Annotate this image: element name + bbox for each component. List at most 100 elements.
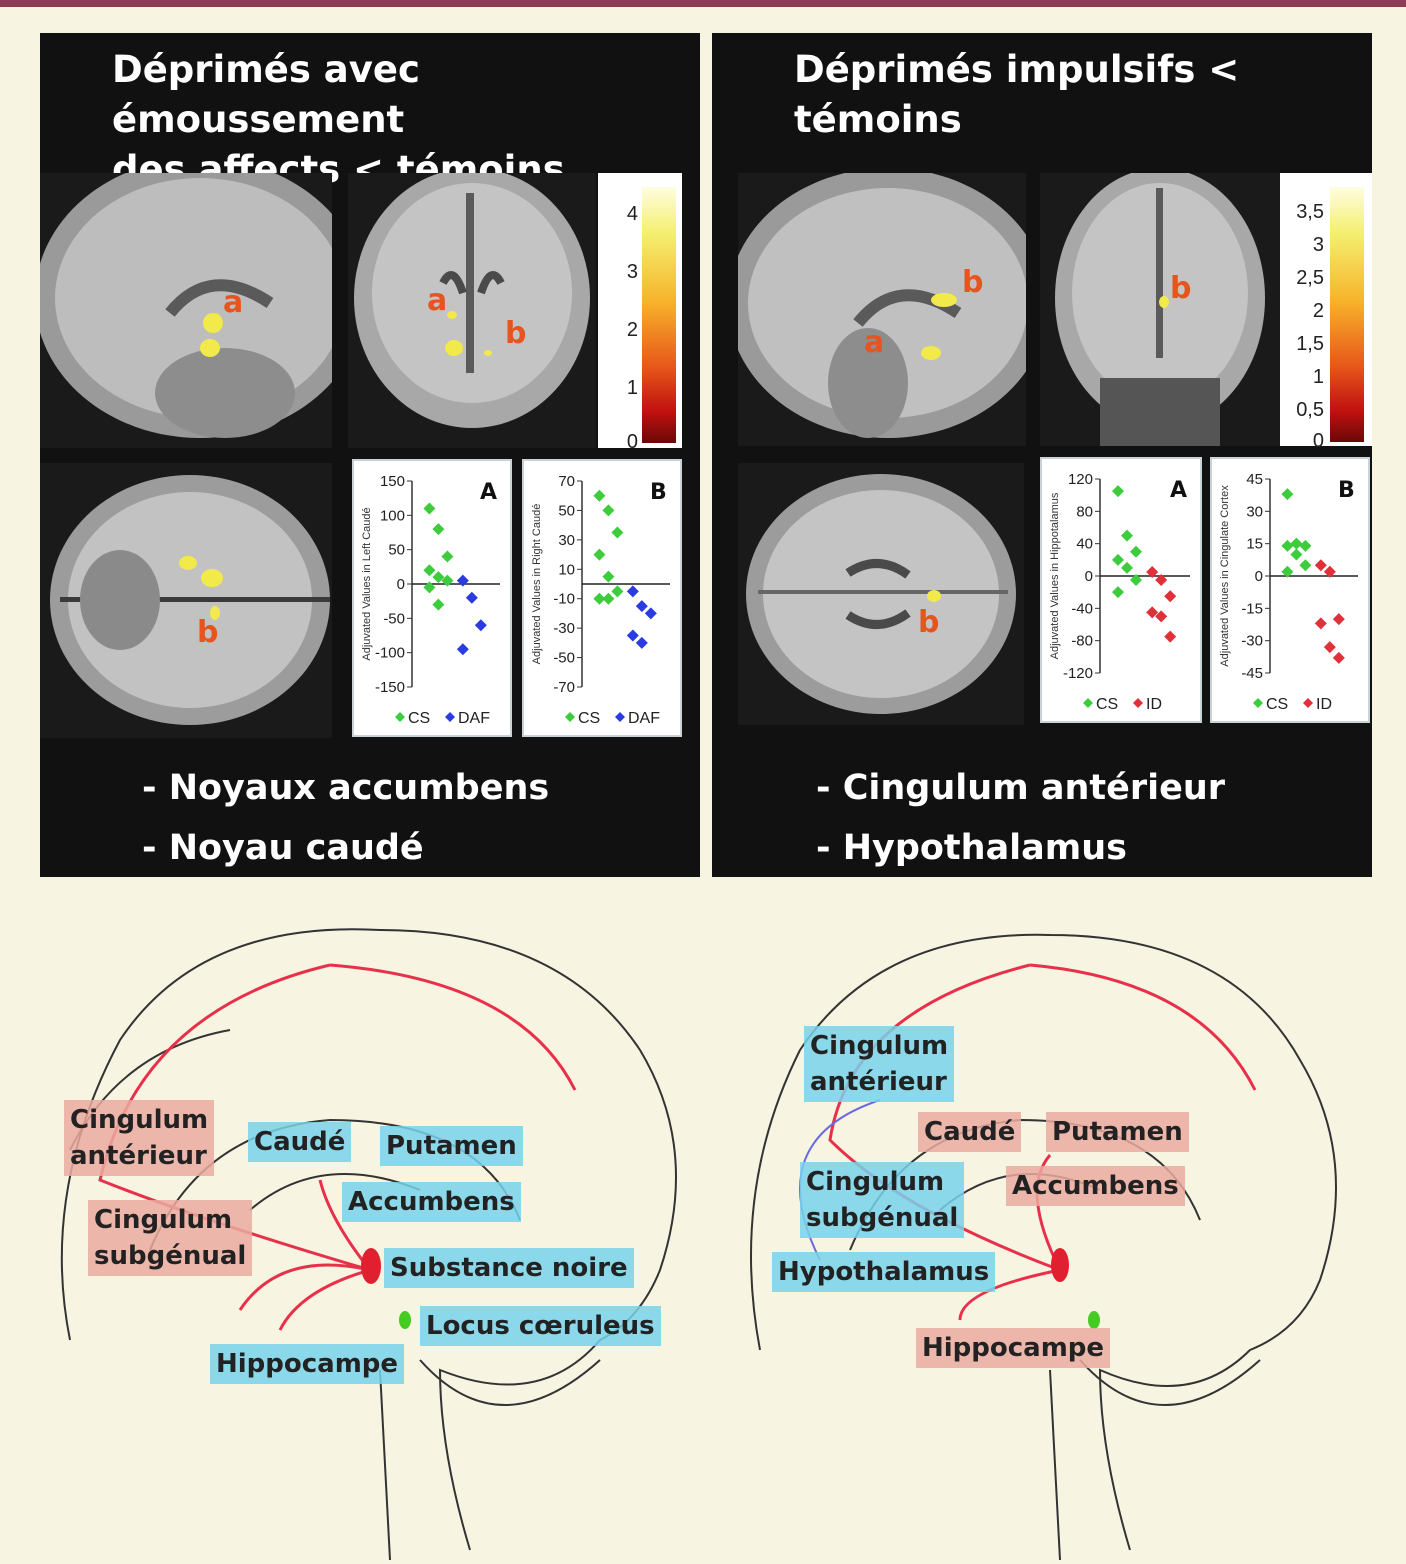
right-scale-tick: 2,5 [1296,267,1324,289]
plot-point [1281,565,1294,578]
plot-tick-label: -10 [553,591,575,608]
diagram-left-label: Locus cœruleus [420,1306,661,1346]
right-scale-gradient [1330,187,1364,442]
plot-tick-label: 10 [558,561,575,578]
left-scale-tick: 3 [626,261,638,283]
plot-letter: A [480,480,497,505]
legend-marker [395,712,405,722]
plot-tick-label: 80 [1076,503,1093,520]
plot-point [1146,606,1159,619]
plot-point [441,574,454,587]
plot-point [1299,559,1312,572]
plot-ylabel: Adjuvated Values in Cingulate Cortex [1219,485,1231,667]
label-b-coronal-right: b [1170,271,1192,306]
plot-point [1281,488,1294,501]
plot-tick-label: 0 [397,576,405,593]
plot-tick-label: 45 [1246,471,1263,488]
diagram-right-label: Putamen [1046,1112,1189,1152]
label-b-coronal: b [505,316,527,351]
plot-point [611,526,624,539]
left-region-2: - Noyau caudé [142,828,424,868]
top-border [0,0,1406,7]
plot-point [1112,553,1124,566]
legend-label: CS [1096,696,1118,713]
left-scale-gradient [642,187,676,443]
plot-point [602,504,615,517]
left-region-1: - Noyaux accumbens [142,768,550,808]
right-scale-tick: 0 [1312,430,1324,452]
plot-tick-label: 15 [1246,536,1263,553]
diagram-left-label: Cingulum antérieur [64,1100,215,1176]
axial-brain-image-right [738,463,1024,725]
diagram-left-label: Substance noire [384,1248,634,1288]
legend-marker [1133,698,1143,708]
plot-point [593,489,606,502]
plot-point [1314,617,1327,630]
right-scale-tick: 3,5 [1296,201,1324,223]
legend-marker [1083,698,1093,708]
plot-tick-label: -80 [1071,633,1093,650]
plot-point [602,592,615,605]
plot-tick-label: 100 [380,507,405,524]
diagram-right-label: Accumbens [1006,1166,1185,1206]
right-scale-tick: 1,5 [1296,333,1324,355]
plot-tick-label: 0 [1085,568,1093,585]
legend-label: CS [408,710,430,727]
right-scale-tick: 2 [1312,300,1324,322]
substance-noire-marker-right [1051,1248,1069,1282]
diagram-left-label: Cingulum subgénual [88,1200,253,1276]
plot-point [611,585,624,598]
plot-point [593,548,606,561]
plot-point [1299,539,1312,552]
plot-tick-label: -15 [1241,600,1263,617]
legend-marker [615,712,625,722]
plot-point [1290,548,1303,561]
right-region-1: - Cingulum antérieur [816,768,1226,808]
legend-marker [1303,698,1313,708]
diagram-right-label: Hypothalamus [772,1252,996,1292]
plot-point [1130,574,1142,587]
substance-noire-marker [361,1248,381,1284]
label-a-sagittal-right: a [864,325,885,360]
label-b-axial-right: b [918,605,940,640]
plot-point [626,585,639,598]
plot-tick-label: 30 [558,532,575,549]
plot-point [1155,574,1168,587]
left-scale-tick: 4 [626,203,638,225]
plot-tick-label: -150 [375,679,405,696]
plot-tick-label: 0 [1255,568,1263,585]
right-color-scale: 3,5 3 2,5 2 1,5 1 0,5 0 [1280,173,1372,452]
plot-tick-label: 30 [1246,503,1263,520]
plot-tick-label: -70 [553,679,575,696]
right-region-2: - Hypothalamus [816,828,1128,868]
plot-point [1290,537,1303,550]
label-a-sagittal: a [223,285,244,320]
plot-tick-label: 70 [558,473,575,490]
plot-point [456,643,469,656]
plot-point [1281,539,1294,552]
left-scale-tick: 2 [626,319,638,341]
locus-coeruleus-marker [399,1311,411,1329]
plot-tick-label: -45 [1241,665,1263,682]
sagittal-brain-image-right [738,173,1026,446]
legend-label: CS [578,710,600,727]
axial-brain-image [40,463,332,738]
plot-ylabel: Adjuvated Values in Hippotalamus [1049,492,1061,659]
diagram-left-label: Putamen [380,1126,523,1166]
legend-marker [1253,698,1263,708]
plot-point [1323,641,1336,654]
plot-point [635,600,648,613]
plot-point [1121,561,1133,574]
left-pathways [98,963,577,1331]
label-a-coronal: a [427,283,448,318]
left-panel: Déprimés avec émoussement des affects < … [40,33,700,877]
left-scale-tick: 1 [626,377,638,399]
plot-tick-label: -40 [1071,600,1093,617]
left-color-scale: 4 3 2 1 0 [598,173,682,453]
plot-tick-label: -30 [553,620,575,637]
plot-point [423,581,436,594]
plot-point [1323,565,1336,578]
diagram-left-label: Caudé [248,1122,352,1162]
diagram-right-label: Hippocampe [916,1328,1111,1368]
